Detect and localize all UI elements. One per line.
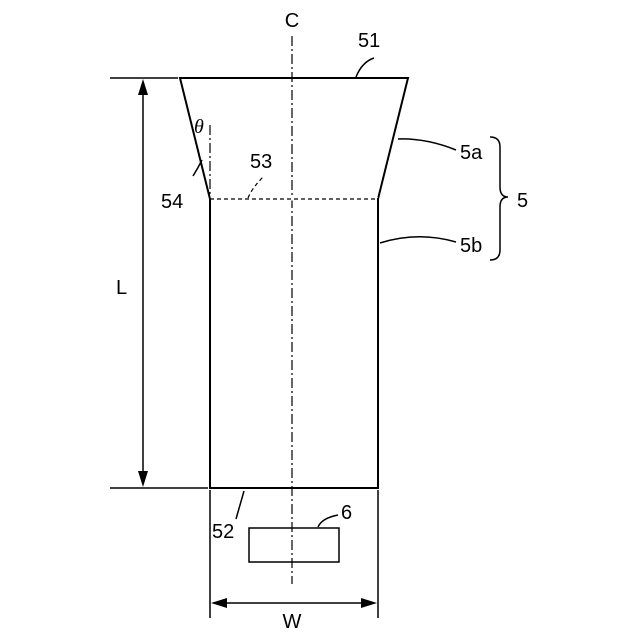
label-body: 5 <box>517 190 528 212</box>
label-boundary: 53 <box>250 151 272 173</box>
sensor-box <box>249 528 339 562</box>
leader-5b <box>380 237 456 243</box>
label-side-edge: 54 <box>161 191 183 213</box>
leader-51 <box>356 58 374 77</box>
label-sensor: 6 <box>341 502 352 524</box>
label-top-face: 51 <box>358 30 380 52</box>
lower-straight-part <box>210 199 378 488</box>
label-lower-part: 5b <box>460 235 482 257</box>
width-arrow-left <box>211 598 227 608</box>
leader-53 <box>248 176 264 198</box>
leader-6 <box>318 515 338 527</box>
body-brace <box>490 137 508 260</box>
label-width: W <box>283 611 302 633</box>
label-center-axis: C <box>285 10 299 32</box>
leader-5a <box>398 139 456 150</box>
leader-54 <box>193 160 202 176</box>
upper-tapered-part <box>180 78 408 199</box>
leader-52 <box>236 491 244 519</box>
length-arrow-top <box>138 79 148 95</box>
label-length: L <box>116 277 127 299</box>
width-arrow-right <box>361 598 377 608</box>
length-arrow-bottom <box>138 471 148 487</box>
label-bottom-face: 52 <box>212 521 234 543</box>
label-angle: θ <box>194 116 204 138</box>
label-upper-part: 5a <box>460 142 483 164</box>
